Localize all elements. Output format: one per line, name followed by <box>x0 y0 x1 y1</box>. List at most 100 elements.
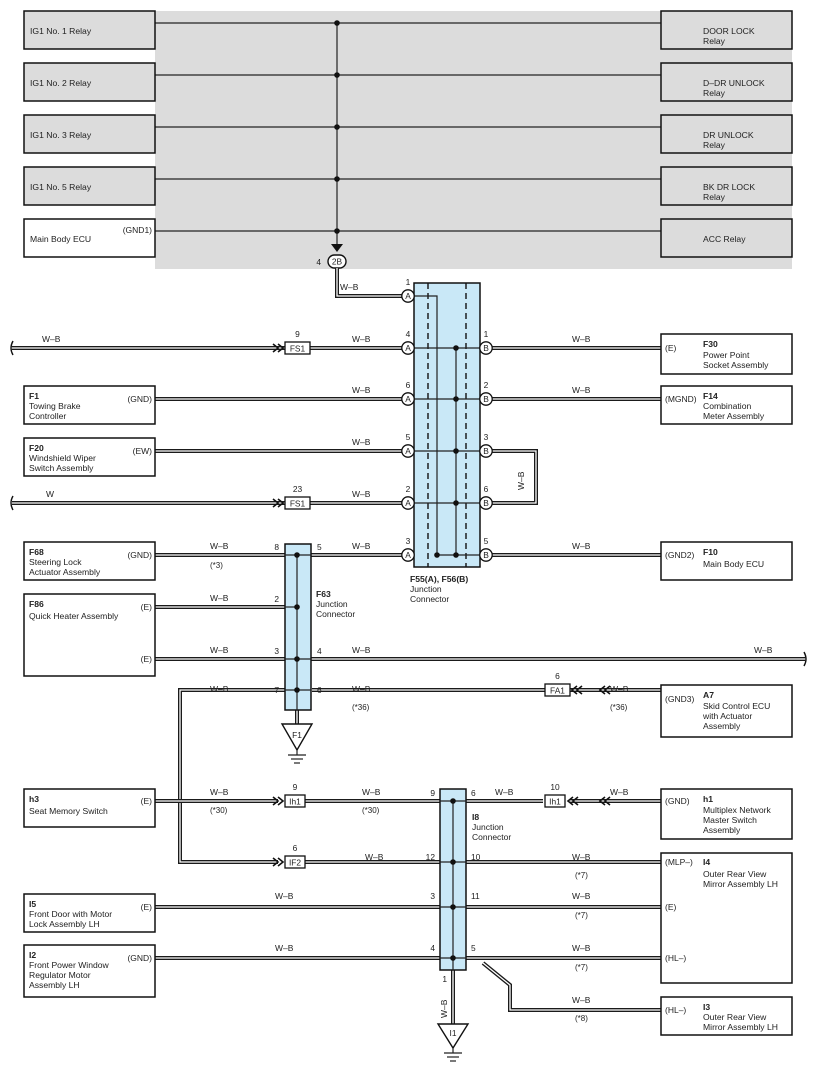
fs1-23-pin: 23 <box>293 484 303 494</box>
wire-label: W–B <box>340 282 359 292</box>
ih1-10-pin: 10 <box>550 782 560 792</box>
f1-name-1: Towing Brake <box>29 401 81 411</box>
note-30: (*30) <box>362 806 380 815</box>
door-lock-relay-label-2: Relay <box>703 36 726 46</box>
ground-icon-f1: F1 <box>280 723 314 764</box>
f1-code: F1 <box>29 391 39 401</box>
f56-pinnum-2: 2 <box>484 380 489 390</box>
wire-label: W–B <box>610 684 629 694</box>
f55-pinnum-2: 2 <box>406 484 411 494</box>
i8-pin-11: 11 <box>471 891 480 901</box>
component-h3-seat-memory-switch: h3 Seat Memory Switch (E) <box>23 788 156 828</box>
f56-pinnum-5: 5 <box>484 536 489 546</box>
wire-label: W–B <box>210 684 229 694</box>
i5-name-2: Lock Assembly LH <box>29 919 100 929</box>
fs1-9-pin: 9 <box>295 329 300 339</box>
i8-pin-6: 6 <box>471 788 476 798</box>
f86-pin-2: (E) <box>141 654 153 664</box>
f55-code: F55(A), F56(B) <box>410 574 468 584</box>
component-f10-main-body-ecu: (GND2) F10 Main Body ECU <box>660 541 793 581</box>
i2-code: I2 <box>29 950 36 960</box>
i5-name-1: Front Door with Motor <box>29 909 112 919</box>
inline-connector-fs1-23: FS1 23 <box>272 484 311 510</box>
f63-name-2: Connector <box>316 609 355 619</box>
f55-pin-a: A <box>405 550 411 560</box>
component-a7-skid-control-ecu: (GND3) A7 Skid Control ECU with Actuator… <box>660 684 793 738</box>
footnote-refs: (*3) (*36) (*36) (*30) (*30) (*7) (*7) (… <box>210 561 628 1023</box>
fs1-23-id: FS1 <box>290 499 306 509</box>
wire-label: W–B <box>495 787 514 797</box>
i4-name-2: Mirror Assembly LH <box>703 879 778 889</box>
wire-label: W–B <box>572 943 591 953</box>
wire-label: W–B <box>572 334 591 344</box>
i8-pin-9: 9 <box>430 788 435 798</box>
acc-relay: ACC Relay <box>660 218 793 258</box>
wire-label: W–B <box>210 645 229 655</box>
a7-name-1: Skid Control ECU <box>703 701 770 711</box>
ih1-9-id: Ih1 <box>289 797 301 807</box>
h1-code: h1 <box>703 794 713 804</box>
i3-code: I3 <box>703 1002 710 1012</box>
note-8: (*8) <box>575 1014 588 1023</box>
wire-label: W–B <box>439 999 449 1018</box>
a7-code: A7 <box>703 690 714 700</box>
f10-code: F10 <box>703 547 718 557</box>
splice-connector-2b: 2B 4 <box>316 244 347 269</box>
ig1-no3-relay: IG1 No. 3 Relay <box>23 114 156 154</box>
f56-pinnum-6: 6 <box>484 484 489 494</box>
f14-code: F14 <box>703 391 718 401</box>
wire-label: W–B <box>365 852 384 862</box>
component-h1-multiplex-network-master-switch: (GND) h1 Multiplex Network Master Switch… <box>660 788 793 840</box>
f63-pin-3: 3 <box>274 646 279 656</box>
note-7: (*7) <box>575 911 588 920</box>
f55-pinnum-4: 4 <box>406 329 411 339</box>
i4-pin-e: (E) <box>665 902 677 912</box>
wire-label: W–B <box>352 541 371 551</box>
f20-name-2: Switch Assembly <box>29 463 94 473</box>
f63-pin-4: 4 <box>317 646 322 656</box>
dr-unlock-relay: DR UNLOCK Relay <box>660 114 793 154</box>
h3-pin: (E) <box>141 796 153 806</box>
wire-label: W–B <box>352 385 371 395</box>
bk-dr-lock-relay-label-2: Relay <box>703 192 726 202</box>
wire-label: W–B <box>610 787 629 797</box>
f63-code: F63 <box>316 589 331 599</box>
wire-label: W–B <box>275 891 294 901</box>
i4-name-1: Outer Rear View <box>703 869 767 879</box>
wire-label: W–B <box>210 541 229 551</box>
ig1-no5-relay-label: IG1 No. 5 Relay <box>30 182 92 192</box>
f10-name: Main Body ECU <box>703 559 764 569</box>
component-i5-front-door-motor-lock: I5 Front Door with Motor Lock Assembly L… <box>23 893 156 933</box>
f30-name-1: Power Point <box>703 350 750 360</box>
d-dr-unlock-relay: D–DR UNLOCK Relay <box>660 62 793 102</box>
component-f86-quick-heater-assembly: F86 Quick Heater Assembly (E) (E) <box>23 593 156 677</box>
i5-code: I5 <box>29 899 36 909</box>
f56-pin-b: B <box>483 343 489 353</box>
f55-pin-a: A <box>405 343 411 353</box>
f14-name-2: Meter Assembly <box>703 411 765 421</box>
ig1-no1-relay: IG1 No. 1 Relay <box>23 10 156 50</box>
i8-pin-12: 12 <box>426 852 436 862</box>
junction-f63: F63 Junction Connector 8 5 2 3 4 7 6 <box>274 542 355 711</box>
f56-pin-b: B <box>483 498 489 508</box>
note-3: (*3) <box>210 561 223 570</box>
splice-2b-pin: 4 <box>316 257 321 267</box>
i4-pin-hl: (HL–) <box>665 953 686 963</box>
f1-pin: (GND) <box>127 394 152 404</box>
h1-name-1: Multiplex Network <box>703 805 772 815</box>
f20-pin: (EW) <box>133 446 153 456</box>
f14-name-1: Combination <box>703 401 751 411</box>
wire-break-marks <box>10 340 807 667</box>
f55-pinnum-1: 1 <box>406 277 411 287</box>
door-lock-relay-label-1: DOOR LOCK <box>703 26 755 36</box>
bk-dr-lock-relay: BK DR LOCK Relay <box>660 166 793 206</box>
ih1-9-pin: 9 <box>293 782 298 792</box>
i8-pin-1: 1 <box>442 974 447 984</box>
h1-name-2: Master Switch <box>703 815 757 825</box>
f86-code: F86 <box>29 599 44 609</box>
i8-name-1: Junction <box>472 822 504 832</box>
f63-pin-6: 6 <box>317 685 322 695</box>
i8-pin-10: 10 <box>471 852 481 862</box>
a7-pin: (GND3) <box>665 694 694 704</box>
note-36: (*36) <box>352 703 370 712</box>
